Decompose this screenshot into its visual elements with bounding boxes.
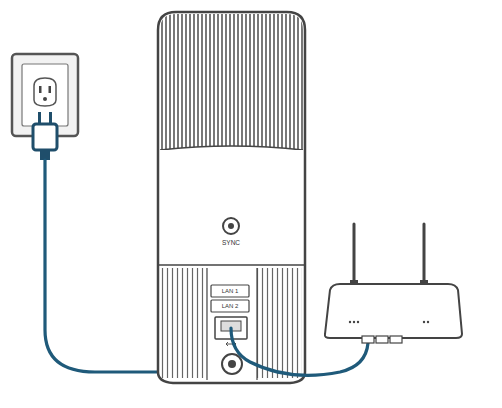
- router: [325, 224, 462, 343]
- power-plug: [33, 112, 57, 160]
- button-label: SYNC: [222, 240, 240, 247]
- port-label: LAN 1: [222, 288, 239, 294]
- port-label: LAN 2: [222, 303, 239, 309]
